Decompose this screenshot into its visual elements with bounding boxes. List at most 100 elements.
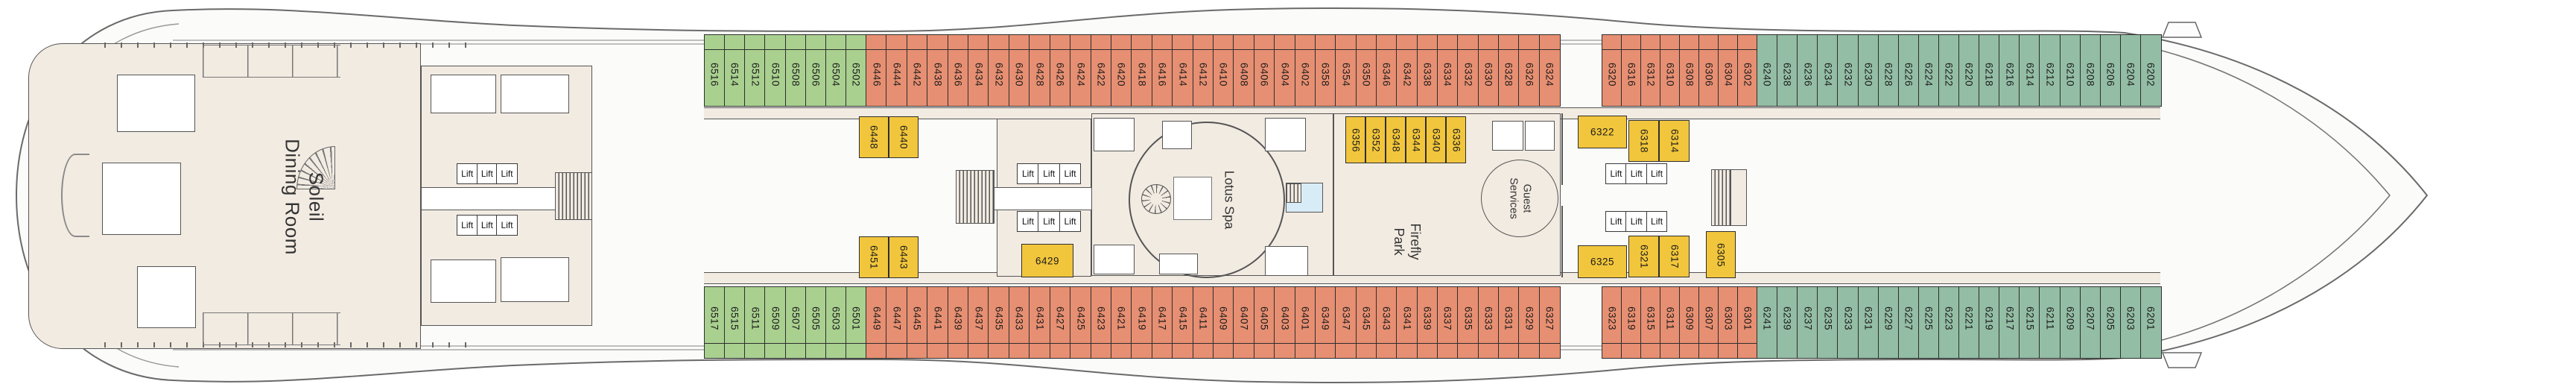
cabin-6439[interactable]: 6439 (947, 286, 969, 359)
cabin-6220[interactable]: 6220 (1958, 34, 1980, 107)
cabin-6443[interactable]: 6443 (889, 236, 919, 278)
cabin-6208[interactable]: 6208 (2079, 34, 2101, 107)
cabin-6448[interactable]: 6448 (859, 116, 889, 158)
cabin-6429[interactable]: 6429 (1021, 244, 1073, 277)
cabin-6406[interactable]: 6406 (1253, 34, 1275, 107)
cabin-6446[interactable]: 6446 (866, 34, 887, 107)
cabin-6207[interactable]: 6207 (2079, 286, 2101, 359)
cabin-6226[interactable]: 6226 (1897, 34, 1920, 107)
cabin-6328[interactable]: 6328 (1497, 34, 1520, 107)
cabin-6410[interactable]: 6410 (1212, 34, 1234, 107)
cabin-6206[interactable]: 6206 (2099, 34, 2122, 107)
cabin-6319[interactable]: 6319 (1621, 286, 1642, 359)
cabin-6510[interactable]: 6510 (764, 34, 787, 107)
cabin-6304[interactable]: 6304 (1718, 34, 1739, 107)
cabin-6350[interactable]: 6350 (1355, 34, 1377, 107)
cabin-6312[interactable]: 6312 (1640, 34, 1661, 107)
cabin-6202[interactable]: 6202 (2139, 34, 2162, 107)
cabin-6241[interactable]: 6241 (1757, 286, 1778, 359)
cabin-6234[interactable]: 6234 (1817, 34, 1839, 107)
cabin-6219[interactable]: 6219 (1979, 286, 2000, 359)
cabin-6358[interactable]: 6358 (1315, 34, 1336, 107)
cabin-6404[interactable]: 6404 (1274, 34, 1296, 107)
cabin-6425[interactable]: 6425 (1070, 286, 1092, 359)
cabin-6227[interactable]: 6227 (1897, 286, 1920, 359)
cabin-6306[interactable]: 6306 (1698, 34, 1719, 107)
cabin-6211[interactable]: 6211 (2039, 286, 2061, 359)
cabin-6438[interactable]: 6438 (927, 34, 949, 107)
cabin-6430[interactable]: 6430 (1008, 34, 1030, 107)
cabin-6503[interactable]: 6503 (825, 286, 847, 359)
cabin-6422[interactable]: 6422 (1090, 34, 1112, 107)
cabin-6323[interactable]: 6323 (1602, 286, 1622, 359)
cabin-6218[interactable]: 6218 (1979, 34, 2000, 107)
cabin-6509[interactable]: 6509 (764, 286, 787, 359)
cabin-6235[interactable]: 6235 (1817, 286, 1839, 359)
cabin-6408[interactable]: 6408 (1233, 34, 1255, 107)
cabin-6214[interactable]: 6214 (2019, 34, 2040, 107)
cabin-6423[interactable]: 6423 (1090, 286, 1112, 359)
cabin-6511[interactable]: 6511 (744, 286, 766, 359)
cabin-6217[interactable]: 6217 (1999, 286, 2020, 359)
cabin-6318[interactable]: 6318 (1628, 120, 1659, 162)
cabin-6203[interactable]: 6203 (2119, 286, 2142, 359)
cabin-6324[interactable]: 6324 (1538, 34, 1561, 107)
cabin-6307[interactable]: 6307 (1698, 286, 1719, 359)
cabin-6441[interactable]: 6441 (927, 286, 949, 359)
cabin-6209[interactable]: 6209 (2059, 286, 2081, 359)
cabin-6447[interactable]: 6447 (886, 286, 908, 359)
cabin-6330[interactable]: 6330 (1477, 34, 1500, 107)
cabin-6356[interactable]: 6356 (1345, 116, 1365, 163)
cabin-6506[interactable]: 6506 (805, 34, 827, 107)
cabin-6210[interactable]: 6210 (2059, 34, 2081, 107)
cabin-6342[interactable]: 6342 (1396, 34, 1418, 107)
cabin-6504[interactable]: 6504 (825, 34, 847, 107)
cabin-6337[interactable]: 6337 (1436, 286, 1459, 359)
cabin-6434[interactable]: 6434 (968, 34, 990, 107)
cabin-6317[interactable]: 6317 (1659, 236, 1690, 277)
cabin-6405[interactable]: 6405 (1253, 286, 1275, 359)
cabin-6411[interactable]: 6411 (1192, 286, 1214, 359)
cabin-6228[interactable]: 6228 (1877, 34, 1900, 107)
cabin-6340[interactable]: 6340 (1426, 116, 1446, 163)
cabin-6505[interactable]: 6505 (805, 286, 827, 359)
cabin-6334[interactable]: 6334 (1436, 34, 1459, 107)
cabin-6436[interactable]: 6436 (947, 34, 969, 107)
cabin-6329[interactable]: 6329 (1518, 286, 1541, 359)
cabin-6341[interactable]: 6341 (1396, 286, 1418, 359)
cabin-6309[interactable]: 6309 (1679, 286, 1700, 359)
cabin-6322[interactable]: 6322 (1578, 116, 1627, 148)
cabin-6354[interactable]: 6354 (1335, 34, 1357, 107)
cabin-6444[interactable]: 6444 (886, 34, 908, 107)
cabin-6401[interactable]: 6401 (1294, 286, 1316, 359)
cabin-6343[interactable]: 6343 (1375, 286, 1398, 359)
cabin-6352[interactable]: 6352 (1365, 116, 1386, 163)
cabin-6435[interactable]: 6435 (988, 286, 1010, 359)
cabin-6515[interactable]: 6515 (724, 286, 746, 359)
cabin-6402[interactable]: 6402 (1294, 34, 1316, 107)
cabin-6502[interactable]: 6502 (845, 34, 867, 107)
cabin-6347[interactable]: 6347 (1335, 286, 1357, 359)
cabin-6315[interactable]: 6315 (1640, 286, 1661, 359)
cabin-6517[interactable]: 6517 (704, 286, 726, 359)
cabin-6332[interactable]: 6332 (1457, 34, 1479, 107)
cabin-6432[interactable]: 6432 (988, 34, 1010, 107)
cabin-6516[interactable]: 6516 (704, 34, 726, 107)
cabin-6331[interactable]: 6331 (1497, 286, 1520, 359)
cabin-6427[interactable]: 6427 (1049, 286, 1071, 359)
cabin-6303[interactable]: 6303 (1718, 286, 1739, 359)
cabin-6204[interactable]: 6204 (2119, 34, 2142, 107)
cabin-6302[interactable]: 6302 (1737, 34, 1758, 107)
cabin-6437[interactable]: 6437 (968, 286, 990, 359)
cabin-6514[interactable]: 6514 (724, 34, 746, 107)
cabin-6305[interactable]: 6305 (1706, 231, 1736, 278)
cabin-6225[interactable]: 6225 (1917, 286, 1940, 359)
cabin-6424[interactable]: 6424 (1070, 34, 1092, 107)
cabin-6348[interactable]: 6348 (1386, 116, 1406, 163)
cabin-6338[interactable]: 6338 (1416, 34, 1438, 107)
cabin-6320[interactable]: 6320 (1602, 34, 1622, 107)
cabin-6301[interactable]: 6301 (1737, 286, 1758, 359)
cabin-6421[interactable]: 6421 (1110, 286, 1132, 359)
cabin-6239[interactable]: 6239 (1777, 286, 1798, 359)
cabin-6409[interactable]: 6409 (1212, 286, 1234, 359)
